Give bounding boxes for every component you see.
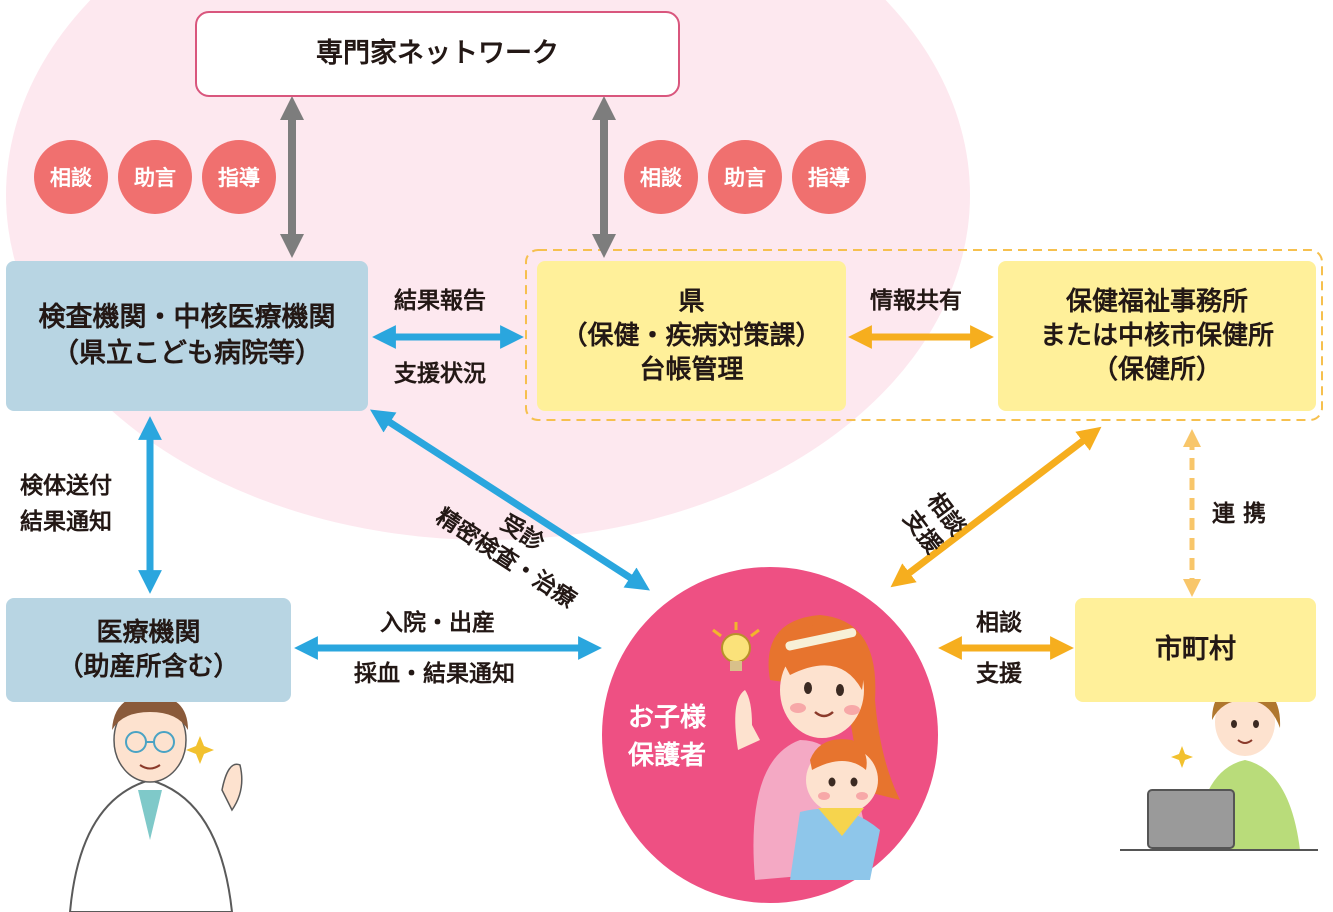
parent-label: お子様 保護者 [612,700,722,775]
health-office-line2: または中核市保健所 [1039,320,1274,351]
expert-network-label: 専門家ネットワーク [316,38,559,70]
medical-box: 医療機関 （助産所含む） [6,598,291,702]
health-office-line1: 保健福祉事務所 [1065,286,1248,317]
exam-org-line1: 検査機関・中核医療機関 [38,302,336,334]
label-renkei: 連 携 [1212,501,1267,527]
label-result-report: 結果報告 [394,288,486,314]
mother-illustration [735,615,900,880]
badge-guidance-left: 指導 [202,140,276,214]
exam-org-line2: （県立こども病院等） [52,338,322,369]
parent-line2: 保護者 [627,740,706,771]
health-office-line3: （保健所） [1091,355,1222,386]
label-result-notice: 結果通知 [20,509,112,535]
arrow-office-parent [890,426,1102,588]
municipality-box: 市町村 [1075,598,1316,702]
badge-consult-left: 相談 [34,140,108,214]
prefecture-group-frame [525,249,1323,421]
parent-line1: お子様 [627,703,706,733]
badge-advice-right: 助言 [708,140,782,214]
prefecture-box: 県 （保健・疾病対策課） 台帳管理 [537,261,846,411]
medical-line1: 医療機関 [96,617,201,648]
expert-network-box: 専門家ネットワーク [195,11,680,97]
arrow-exam-parent [370,409,650,591]
municipality-label: 市町村 [1155,634,1236,666]
health-office-box: 保健福祉事務所 または中核市保健所 （保健所） [998,261,1316,411]
label-admission: 入院・出産 [380,610,495,636]
label-info-share: 情報共有 [870,288,962,314]
doctor-illustration [68,695,243,912]
badge-guidance-right: 指導 [792,140,866,214]
badge-consult-right: 相談 [624,140,698,214]
prefecture-line1: 県 [678,286,705,317]
lightbulb-icon [712,622,760,671]
label-blood: 採血・結果通知 [354,661,515,687]
prefecture-line2: （保健・疾病対策課） [561,320,822,351]
prefecture-line3: 台帳管理 [639,355,744,386]
label-muni-consult: 相談 [976,610,1022,636]
label-specimen: 検体送付 [20,473,112,499]
badge-advice-left: 助言 [118,140,192,214]
label-muni-support: 支援 [976,661,1022,687]
label-support-status: 支援状況 [394,361,486,387]
medical-line2: （助産所含む） [57,652,240,682]
exam-org-box: 検査機関・中核医療機関 （県立こども病院等） [6,261,368,411]
staff-illustration [1120,684,1318,851]
